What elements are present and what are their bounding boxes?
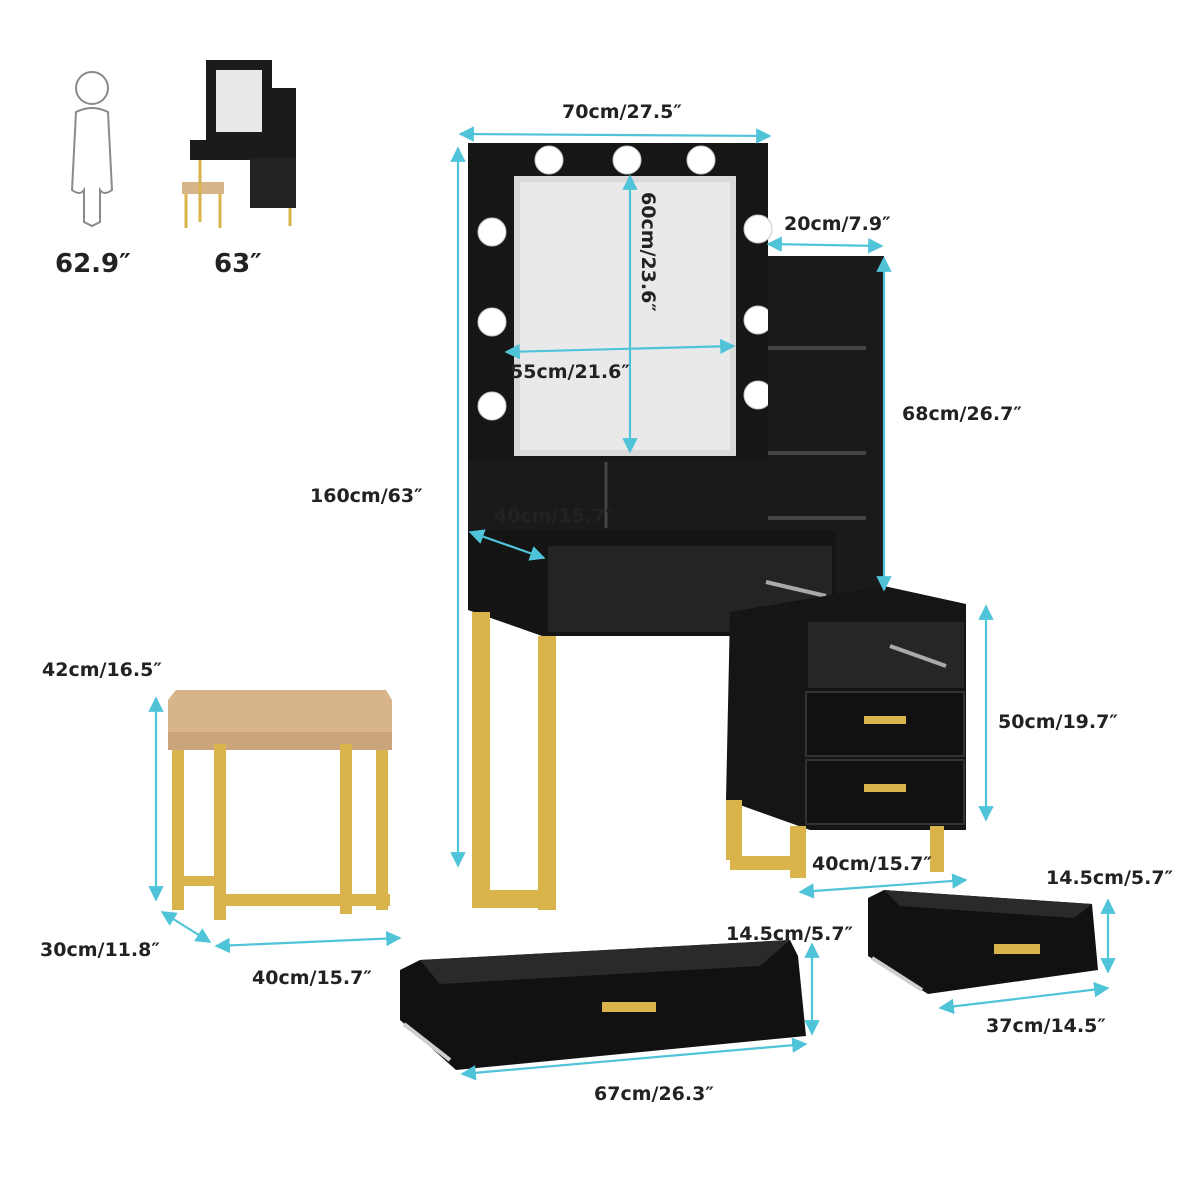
mirror-height-label: 60cm/23.6″ (637, 192, 659, 312)
vanity-thumbnail-icon (182, 60, 296, 228)
desk-depth-label: 40cm/15.7″ (494, 505, 614, 527)
small-drawer-illustration (868, 890, 1098, 994)
vanity-height-label: 63″ (214, 249, 262, 279)
measurement-lines (148, 126, 1116, 1081)
mirror-width-label: 55cm/21.6″ (510, 361, 630, 383)
large-drawer-height-label: 14.5cm/5.7″ (726, 923, 854, 945)
small-drawer-width-label: 37cm/14.5″ (986, 1015, 1106, 1037)
stool-depth-label: 30cm/11.8″ (40, 939, 160, 961)
vanity-illustration (168, 143, 1098, 1070)
mirror-bulbs (477, 145, 773, 421)
stool-illustration (168, 690, 392, 920)
dimension-labels: 70cm/27.5″ 60cm/23.6″ 20cm/7.9″ 55cm/21.… (40, 101, 1174, 1105)
shelf-height-label: 68cm/26.7″ (902, 403, 1022, 425)
stool-width-label: 40cm/15.7″ (252, 967, 372, 989)
cabinet-height-label: 50cm/19.7″ (998, 711, 1118, 733)
large-drawer-illustration (400, 940, 806, 1070)
mirror-cabinet-width-label: 70cm/27.5″ (562, 101, 682, 123)
person-outline-icon (70, 71, 114, 228)
large-drawer-width-label: 67cm/26.3″ (594, 1083, 714, 1105)
shelf-width-label: 20cm/7.9″ (784, 213, 891, 235)
stool-height-label: 42cm/16.5″ (42, 659, 162, 681)
small-drawer-height-label: 14.5cm/5.7″ (1046, 867, 1174, 889)
person-height-label: 62.9″ (55, 249, 131, 279)
cabinet-depth-label: 40cm/15.7″ (812, 853, 932, 875)
total-height-label: 160cm/63″ (310, 485, 423, 507)
